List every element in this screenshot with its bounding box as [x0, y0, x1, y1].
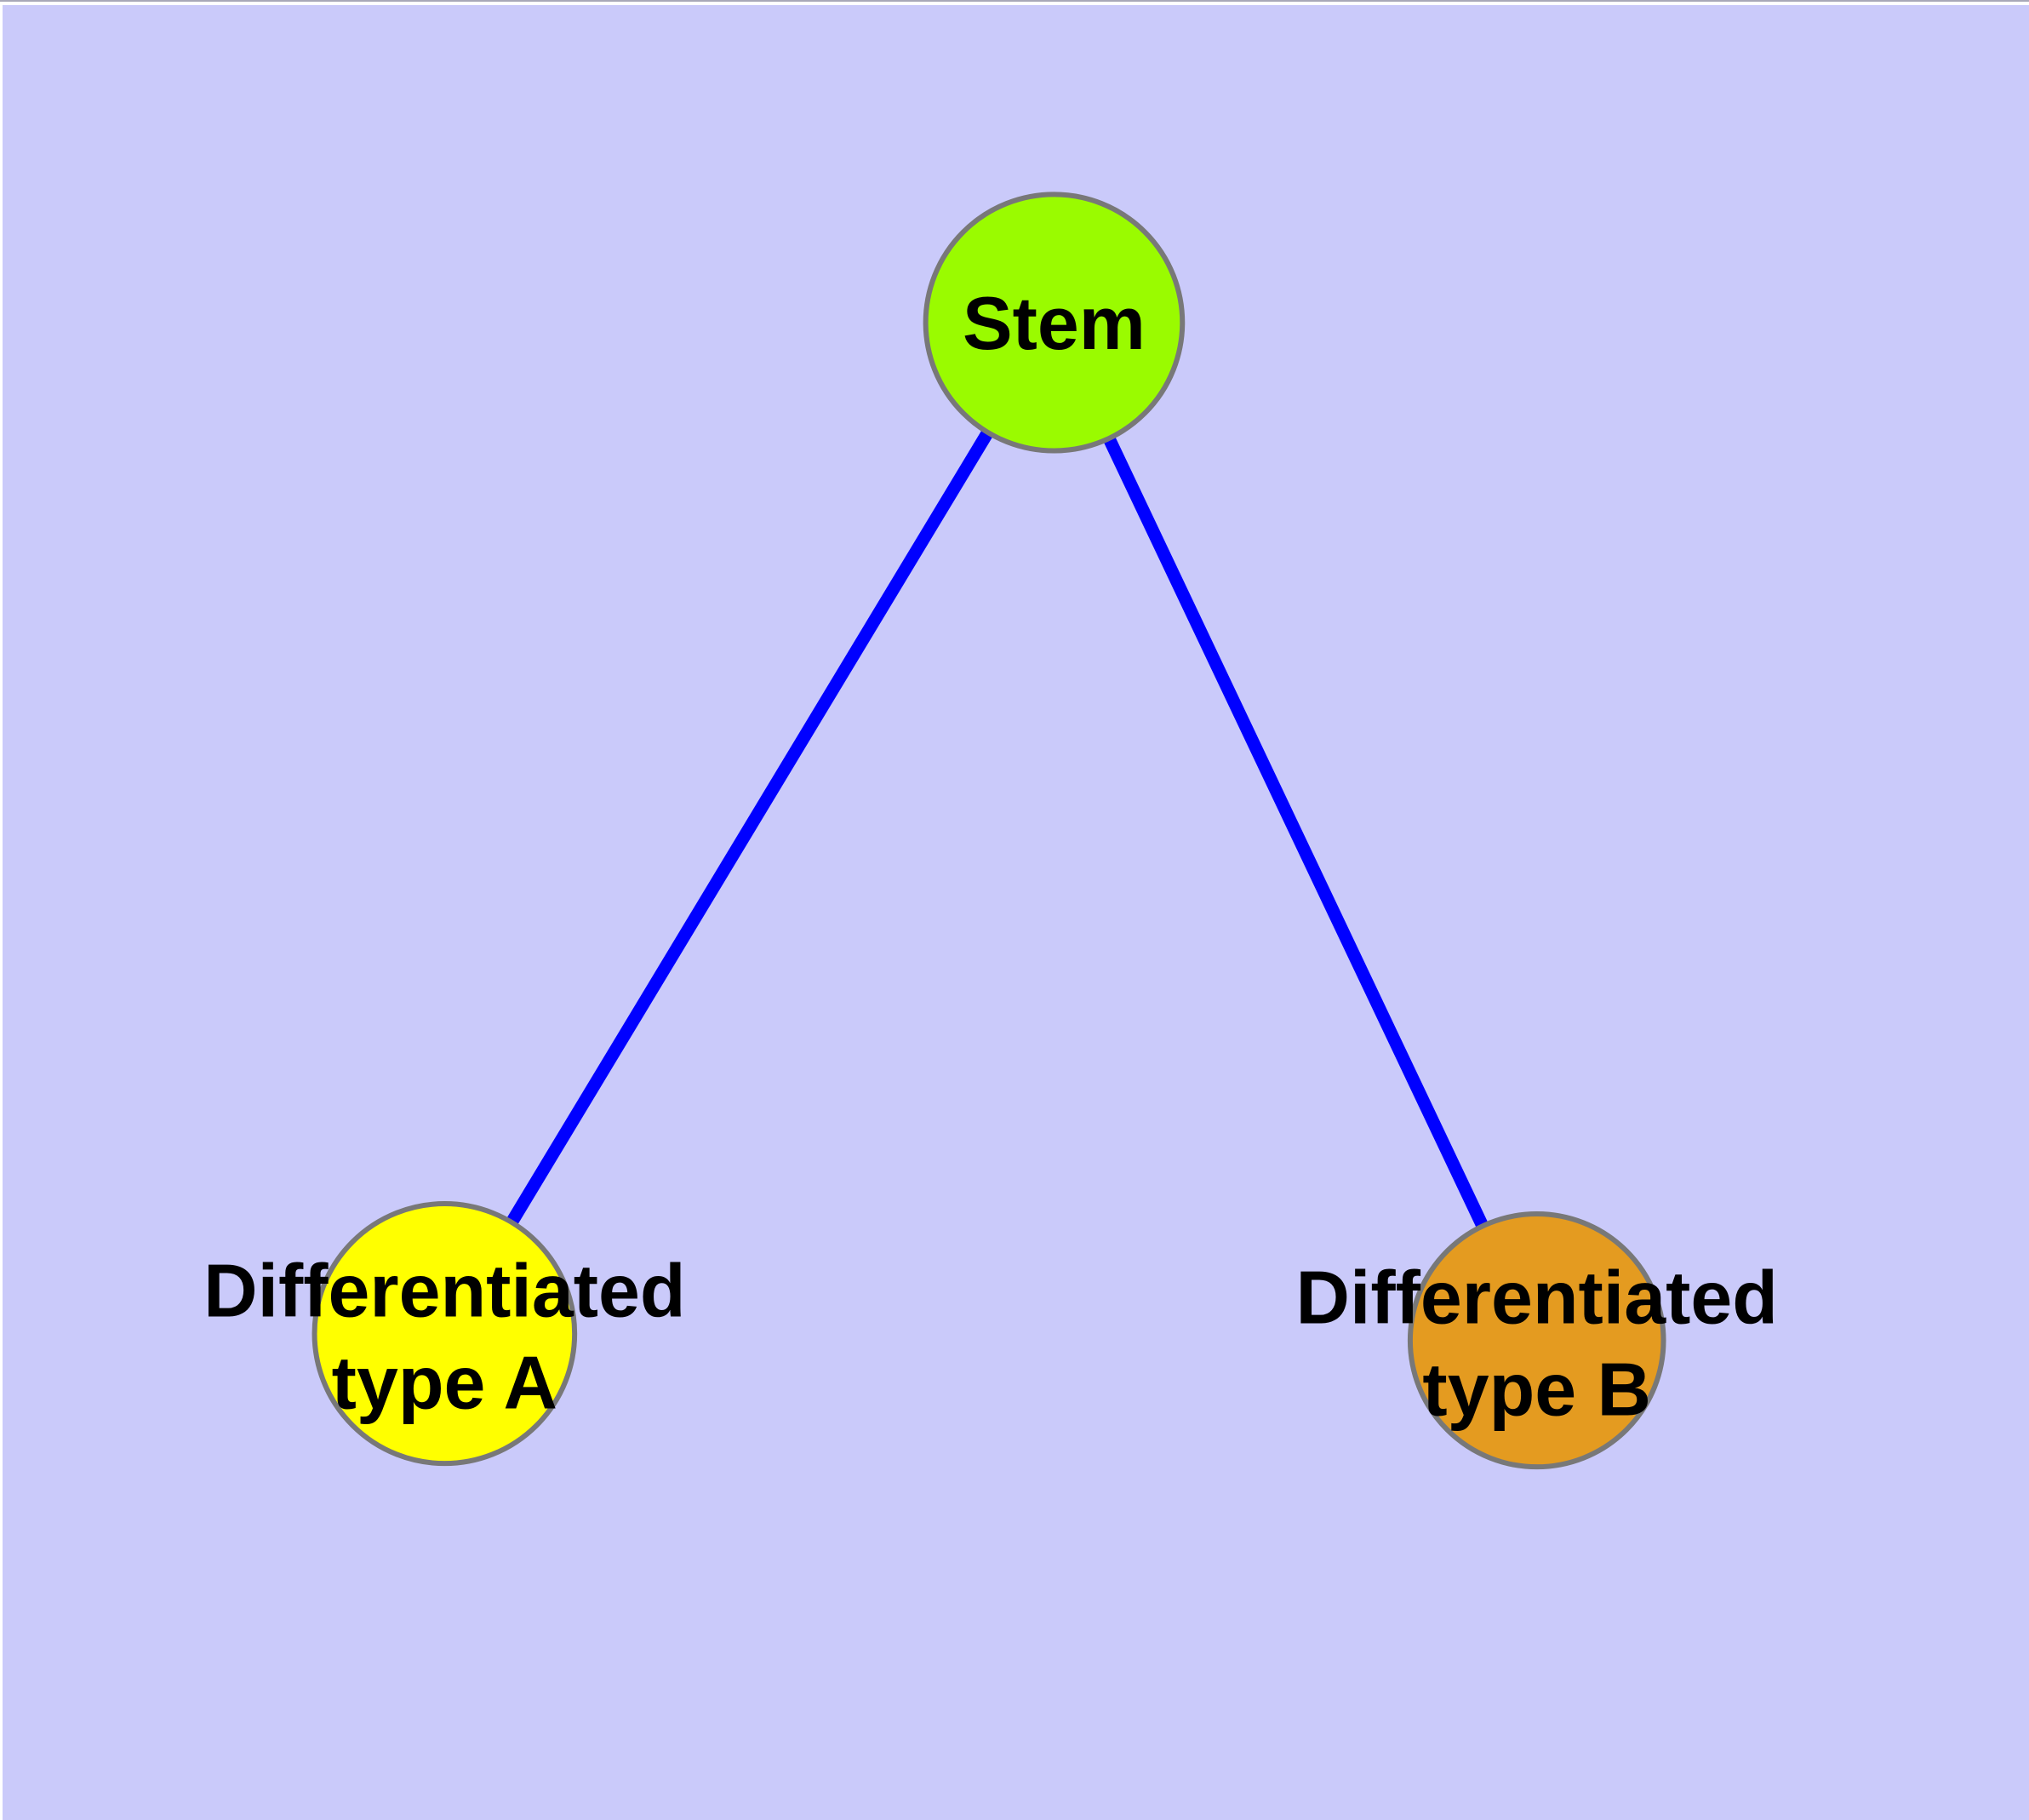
- node-label-line: Stem: [963, 281, 1146, 365]
- edges-layer: [438, 319, 1543, 1343]
- node-circle-diff-b: [1407, 1211, 1666, 1470]
- edge-stem-to-diff-b: [1048, 319, 1543, 1343]
- window-top-edge: [0, 0, 2029, 2]
- node-label-line: Differentiated: [203, 1249, 685, 1333]
- node-circle-stem: [923, 192, 1186, 454]
- edge-stem-to-diff-a: [438, 319, 1060, 1337]
- node-stem: Stem: [923, 192, 1186, 454]
- node-label-line: type A: [332, 1340, 557, 1424]
- node-label-stem: Stem: [963, 281, 1146, 365]
- node-circle-diff-a: [311, 1201, 578, 1467]
- node-label-line: type B: [1422, 1347, 1651, 1431]
- node-label-line: Differentiated: [1296, 1256, 1778, 1340]
